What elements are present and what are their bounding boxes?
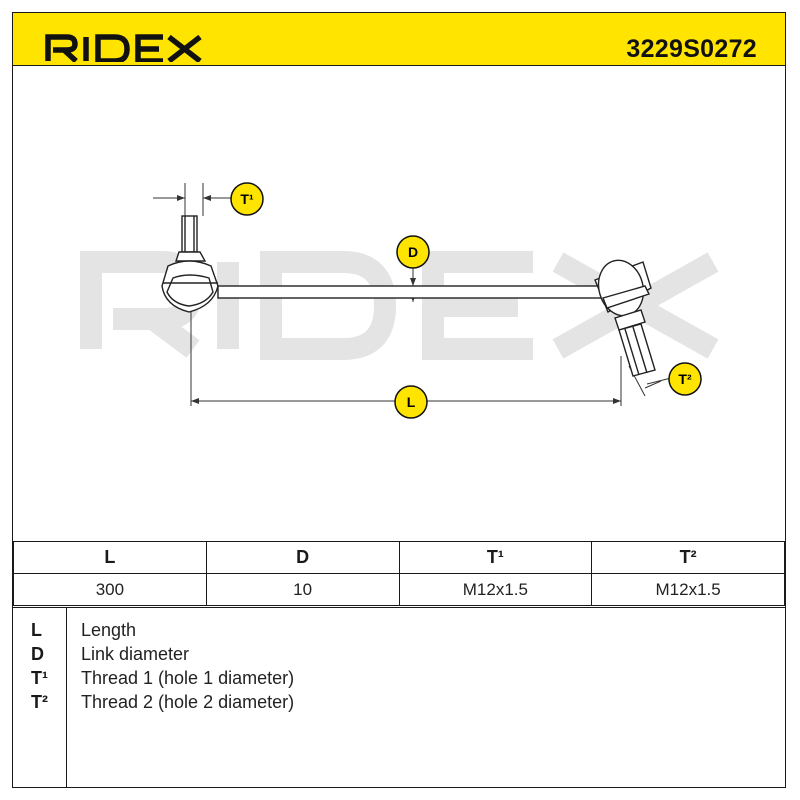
spec-value-t2: M12x1.5	[591, 573, 785, 606]
spec-value-t1: M12x1.5	[398, 573, 593, 606]
header-bar: 3229S0272	[13, 13, 785, 66]
callout-t2: T²	[668, 362, 702, 396]
legend-divider	[66, 608, 67, 788]
spec-header-l: L	[13, 541, 207, 574]
callout-t1: T¹	[230, 182, 264, 216]
legend-text: Thread 1 (hole 1 diameter)	[81, 668, 295, 688]
spec-table: L D T¹ T² 300 10 M12x1.5 M12x1.5	[13, 541, 785, 606]
left-ball-joint	[161, 215, 219, 313]
callout-l: L	[394, 385, 428, 419]
technical-drawing: T¹ D L T²	[13, 66, 785, 540]
callout-d: D	[396, 235, 430, 269]
spec-header-row: L D T¹ T²	[13, 541, 785, 574]
right-ball-joint	[594, 259, 656, 377]
spec-value-l: 300	[13, 573, 207, 606]
link-rod	[217, 285, 604, 299]
spec-value-d: 10	[205, 573, 400, 606]
spec-value-row: 300 10 M12x1.5 M12x1.5	[13, 573, 785, 606]
legend-key: T¹	[31, 668, 48, 688]
spec-header-t2: T²	[591, 541, 785, 574]
spec-header-t1: T¹	[398, 541, 593, 574]
part-number: 3229S0272	[626, 35, 757, 63]
legend-item: T² Thread 2 (hole 2 diameter)	[13, 692, 785, 716]
svg-text:D: D	[408, 244, 418, 260]
svg-text:L: L	[407, 394, 416, 410]
document-frame	[12, 12, 786, 788]
legend-key: L	[31, 620, 42, 640]
svg-text:T²: T²	[678, 371, 692, 387]
spec-header-d: D	[205, 541, 400, 574]
legend-item: T¹ Thread 1 (hole 1 diameter)	[13, 668, 785, 692]
svg-text:T¹: T¹	[240, 191, 254, 207]
legend-text: Link diameter	[81, 644, 190, 664]
ridex-logo	[45, 34, 207, 67]
legend: L Length D Link diameter T¹ Thread 1 (ho…	[13, 607, 785, 788]
legend-key: T²	[31, 692, 48, 712]
legend-key: D	[31, 644, 44, 664]
legend-text: Thread 2 (hole 2 diameter)	[81, 692, 295, 712]
legend-item: D Link diameter	[13, 644, 785, 668]
legend-text: Length	[81, 620, 137, 640]
legend-item: L Length	[13, 620, 785, 644]
